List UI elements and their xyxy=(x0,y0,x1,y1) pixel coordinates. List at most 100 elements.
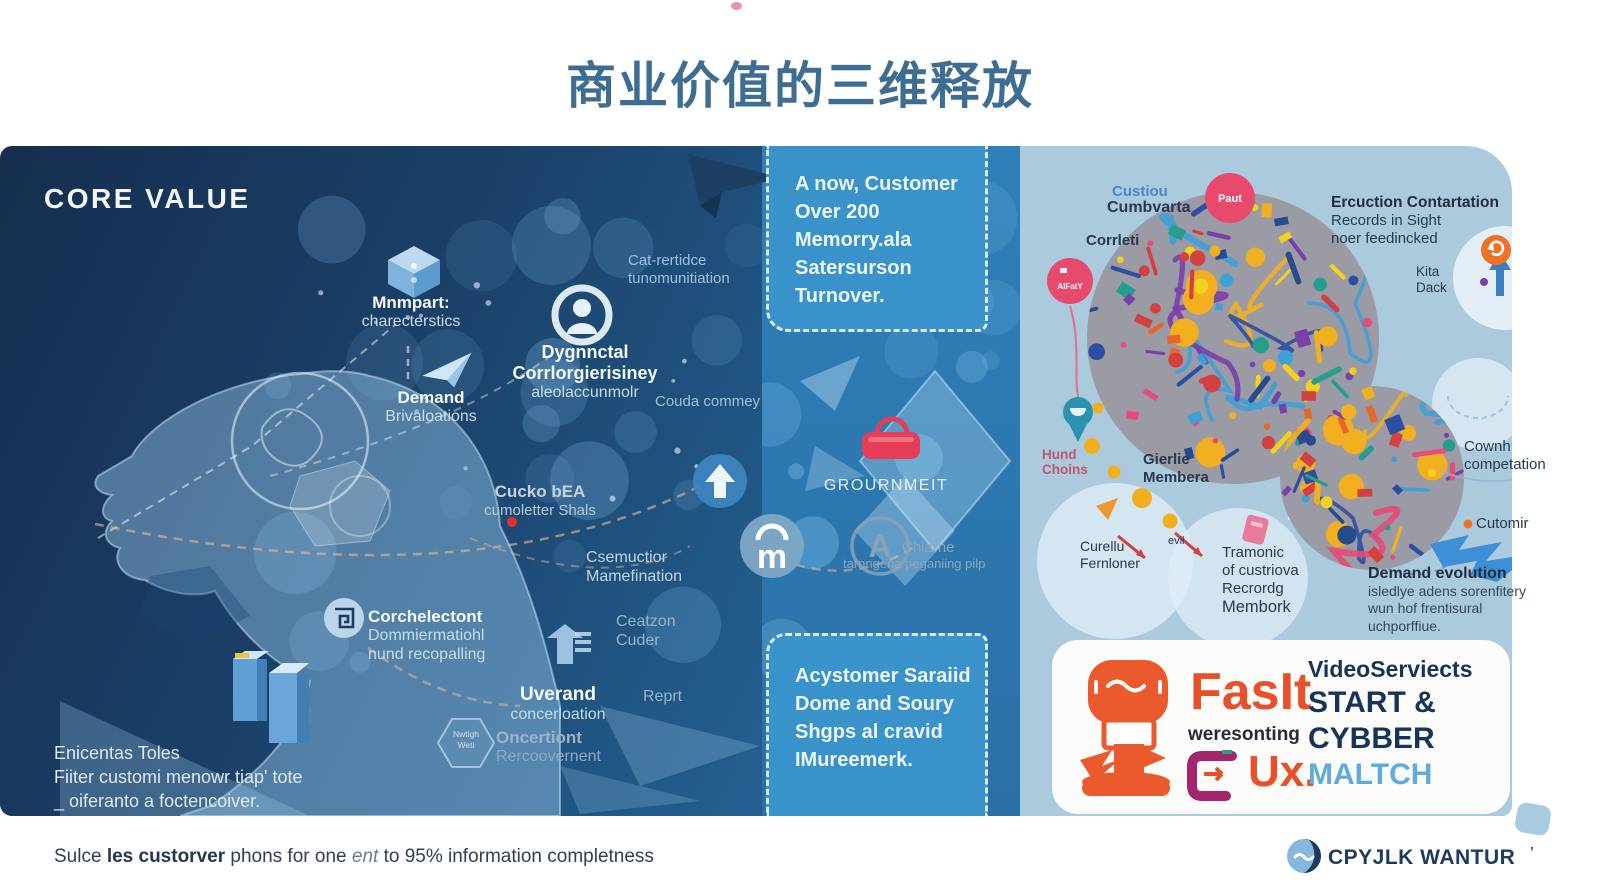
yellow-chain-dots xyxy=(1084,402,1178,529)
up-arrow-icon xyxy=(693,454,747,508)
left-footer-3: _ oiferanto a foctencoiver. xyxy=(54,791,261,811)
svg-text:m: m xyxy=(757,538,787,576)
corner-chip xyxy=(1513,801,1553,837)
callout-line: Over 200 xyxy=(795,201,880,223)
label-grournmeit: GROURNMEIT xyxy=(823,477,949,494)
soft-circle xyxy=(1168,508,1308,648)
label-cownh-2: competation xyxy=(1464,455,1546,473)
label-curellu-1: Curellu xyxy=(1080,538,1125,554)
caption-part: to 95% information completness xyxy=(378,846,654,867)
caption-dim: ent xyxy=(351,846,379,867)
callout-line: IMureemerk. xyxy=(795,749,913,771)
maltch-label: MALTCH xyxy=(1308,758,1433,791)
callout-line: Memorry.ala xyxy=(795,229,912,251)
label-cucko-1: Cucko bEA xyxy=(494,482,586,501)
label-corchelectont-sub2: nund recopalling xyxy=(368,645,486,663)
label-catrertidce-1: Cat-rertidce xyxy=(628,252,707,269)
start-label: START & xyxy=(1308,686,1436,719)
hexagon-icon xyxy=(436,718,496,768)
label-corrleti: Corrleti xyxy=(1086,232,1140,249)
label-dygnnctal-sub: aleolaccunmolr xyxy=(531,384,639,402)
label-catrertidce-2: tunomunitiation xyxy=(628,269,730,287)
svg-text:AlFatY: AlFatY xyxy=(1057,282,1083,291)
bottom-caption: Sulce les custorver phons for one ent to… xyxy=(54,846,654,868)
callout-top: A now, Customer Over 200 Memorry.ala Sat… xyxy=(766,146,988,332)
label-gierlie-2: Membera xyxy=(1143,468,1209,486)
left-panel xyxy=(0,146,762,816)
label-csemuctior-1: Csemuctior xyxy=(586,549,667,566)
label-kita-2: Dack xyxy=(1416,279,1447,295)
ux-wordmark: Ux. xyxy=(1248,747,1317,796)
head-silhouette xyxy=(60,370,760,816)
label-demand-evolution: Demand evolution xyxy=(1368,565,1507,582)
label-oncertiont-2: Rercoovernent xyxy=(496,748,601,766)
label-couda: Couda commey xyxy=(655,393,761,410)
label-gierlie-1: Gierlie xyxy=(1143,451,1190,468)
label-corchelectont: Corchelectont xyxy=(368,607,483,626)
caption-bold: les custorver xyxy=(106,846,226,867)
red-arrows xyxy=(1117,531,1203,560)
label-mnmpart: Mnmpart: xyxy=(372,293,450,312)
hexagon-text-1: Nwtigh xyxy=(453,729,479,739)
label-cutomir: Cutomir xyxy=(1476,515,1529,532)
left-footer-2: Fiiter customi menowr tiap' tote xyxy=(54,767,303,787)
label-ercuction-2: Records in Sight xyxy=(1331,212,1442,229)
orange-dot xyxy=(1463,519,1473,529)
maze-circle-icon xyxy=(324,598,364,638)
label-reprt: Reprt xyxy=(643,688,683,705)
label-demand-evo-2: isledlye adens sorenfitery xyxy=(1368,582,1526,599)
brand-mark: ’ xyxy=(1530,844,1534,859)
soft-circle xyxy=(1432,358,1512,450)
label-ceatzon-1: Ceatzon xyxy=(616,613,676,630)
infographic: m A xyxy=(0,146,1546,816)
gux-logo-icon xyxy=(1187,750,1237,801)
label-tramonic-4: Membork xyxy=(1222,598,1291,616)
refresh-icon xyxy=(1481,235,1511,265)
caption-part: Sulce xyxy=(54,846,107,867)
label-ercuction-title: Ercuction Contartation xyxy=(1331,194,1499,211)
person-circle-icon xyxy=(551,284,613,346)
label-layer: CORE VALUE Mnmpart: charecterstics Deman… xyxy=(0,146,1546,816)
label-ceatzon-2: Cuder xyxy=(616,631,660,649)
red-dot xyxy=(507,517,517,527)
label-evil: evil xyxy=(1168,535,1185,547)
label-tramonic-1: Tramonic xyxy=(1222,544,1284,561)
alfaty-badge: AlFatY xyxy=(1047,258,1093,304)
paut-badge: Paut xyxy=(1205,173,1255,223)
label-demand: Demand xyxy=(397,388,465,407)
callout-line: Turnover. xyxy=(795,285,885,307)
label-hund-2: Choins xyxy=(1042,462,1088,477)
callout-line: Acystomer Saraiid xyxy=(795,665,971,687)
label-dygnnctal-1: Dygnnctal xyxy=(541,342,629,362)
fast-wordmark: FasIt xyxy=(1190,663,1312,721)
callout-line: A now, Customer xyxy=(795,173,958,195)
label-ercuction-3: noer feedincked xyxy=(1331,230,1438,247)
label-cownh-1: Cownh xyxy=(1464,438,1511,455)
lightning-arrow xyxy=(1430,535,1512,582)
handbag-icon xyxy=(862,416,920,459)
hexagon-text-2: Weti xyxy=(457,739,475,750)
label-chiarne-2: tarnngeria peganiing pilp xyxy=(843,556,986,571)
m-circle-icon: m xyxy=(740,514,804,578)
tower-icon xyxy=(233,651,309,743)
label-chiarne-1: Chiarne xyxy=(902,539,955,556)
label-demand-sub: Brivaloations xyxy=(385,408,477,426)
label-tramonic-2: of custriova xyxy=(1222,562,1299,579)
label-curellu-2: Fernloner xyxy=(1080,554,1140,571)
bubble-doodles xyxy=(1447,252,1511,419)
pink-artifact-dot xyxy=(731,2,742,10)
dark-plane-icon xyxy=(688,154,782,218)
label-cumbvarta: Cumbvarta xyxy=(1107,199,1191,216)
brand-logo-icon xyxy=(1287,839,1321,873)
left-footer-1: Enicentas Toles xyxy=(54,743,180,763)
caption-part: phons for one xyxy=(225,846,352,867)
label-demand-evo-3: wun hof frentisural xyxy=(1368,600,1483,616)
brand-name: CPYJLK WANTUR xyxy=(1328,846,1516,869)
label-oncertiont-1: Oncertiont xyxy=(496,728,582,747)
pin-icon xyxy=(1063,397,1093,442)
cybber-label: CYBBER xyxy=(1308,722,1435,755)
soft-circle xyxy=(1037,483,1193,639)
callout-bottom: Acystomer Saraiid Dome and Soury Shgps a… xyxy=(766,633,988,816)
svg-text:A: A xyxy=(868,528,891,564)
callout-line: Dome and Soury xyxy=(795,693,954,715)
